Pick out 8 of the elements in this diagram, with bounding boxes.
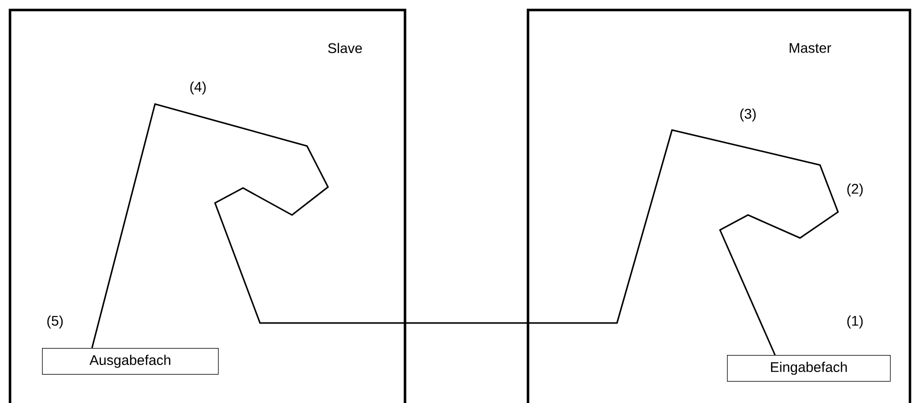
callout-number: (4) [190, 81, 206, 95]
callout-number: (2) [847, 183, 863, 197]
paper-path [91, 103, 839, 356]
tray-box: Ausgabefach [42, 348, 219, 375]
tray-box: Eingabefach [727, 355, 891, 382]
callout-number: (3) [740, 108, 756, 122]
callout-number: (1) [847, 315, 863, 329]
callout-number: (5) [47, 315, 63, 329]
